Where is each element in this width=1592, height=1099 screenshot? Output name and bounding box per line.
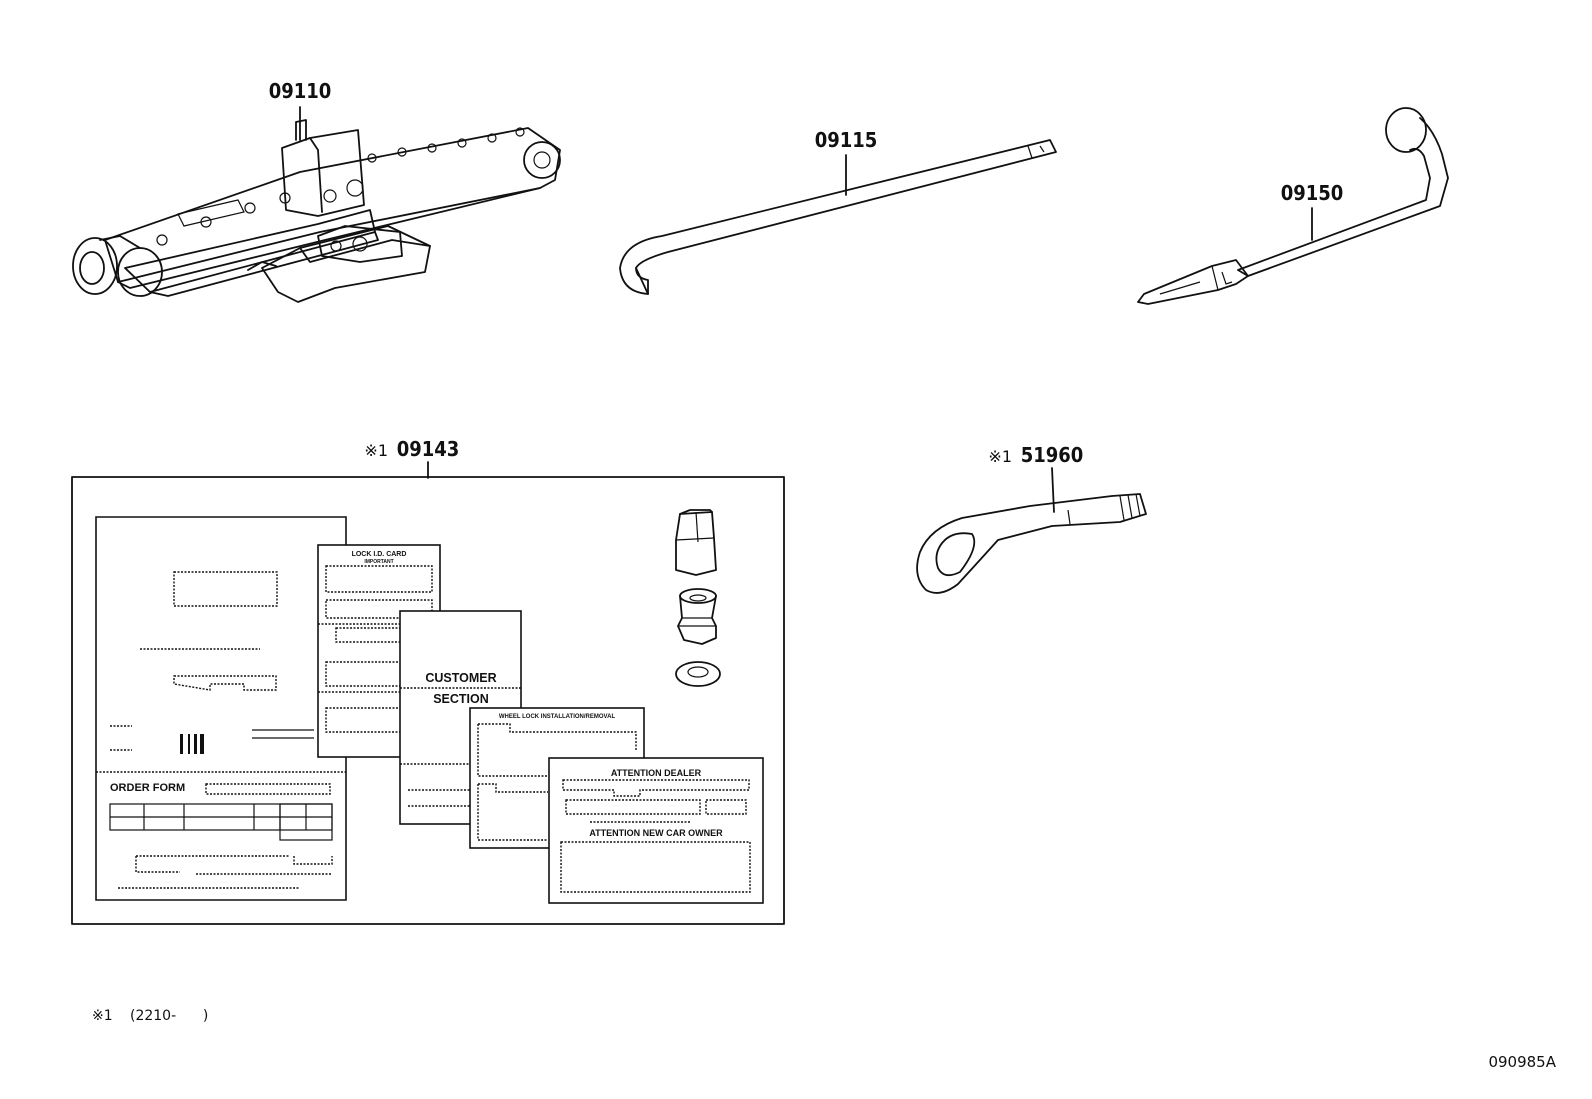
lock-id-card-title: LOCK I.D. CARD	[352, 551, 407, 558]
lug-wrench-part-number: 09150	[1281, 181, 1344, 205]
attention-sheet-document: ATTENTION DEALER ATTENTION NEW CAR OWNER	[548, 757, 764, 904]
wheel-lock-kit-note-mark: ※1	[364, 441, 388, 460]
illustration-code: 090985A	[1488, 1053, 1556, 1071]
scissor-jack-drawing	[72, 119, 561, 303]
lock-id-card-subtitle: IMPORTANT	[364, 559, 393, 565]
order-form-document: ORDER FORM	[95, 516, 347, 901]
lock-key-drawing	[677, 588, 717, 645]
lock-nut-drawing	[675, 509, 717, 576]
attention-dealer-label: ATTENTION DEALER	[611, 768, 702, 778]
towing-eye-leader-line	[1051, 467, 1055, 513]
lug-wrench-drawing	[1137, 107, 1449, 305]
attention-owner-label: ATTENTION NEW CAR OWNER	[589, 828, 723, 838]
wheel-lock-kit-part-number: 09143	[397, 437, 460, 461]
footnote-text: (2210- )	[130, 1008, 208, 1024]
customer-section-title-line2: SECTION	[433, 692, 489, 706]
customer-section-title-line1: CUSTOMER	[425, 671, 496, 685]
order-form-label: ORDER FORM	[110, 782, 185, 794]
installation-sheet-title: WHEEL LOCK INSTALLATION/REMOVAL	[499, 714, 616, 720]
jack-handle-drawing	[619, 139, 1057, 295]
towing-eye-part-number: 51960	[1021, 443, 1084, 467]
jack-part-number: 09110	[269, 79, 332, 103]
wheel-lock-kit-frame	[71, 476, 785, 925]
jack-handle-part-number: 09115	[815, 128, 878, 152]
footnote-mark: ※1	[92, 1008, 113, 1024]
washer-drawing	[675, 661, 721, 687]
towing-eye-drawing	[916, 493, 1147, 594]
towing-eye-note-mark: ※1	[988, 447, 1012, 466]
